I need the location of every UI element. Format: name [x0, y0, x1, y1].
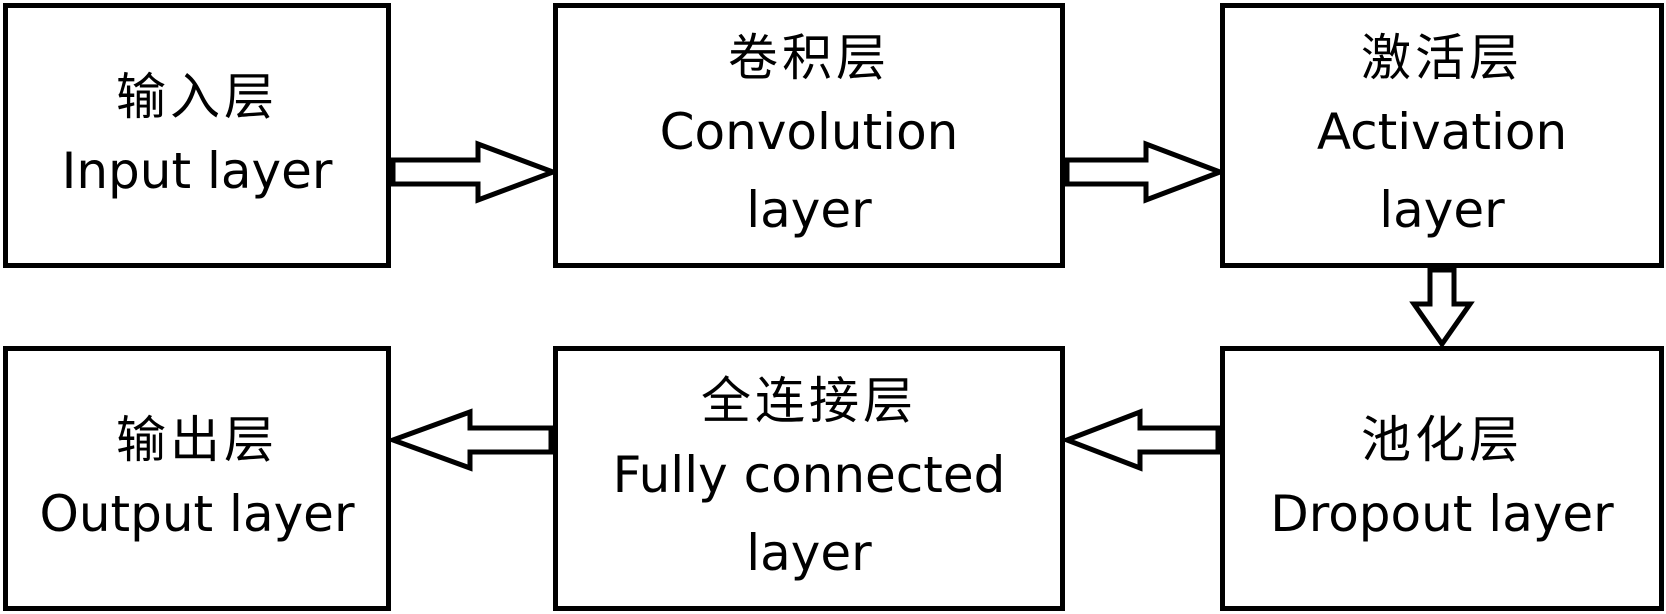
dropout-layer-label-zh: 池化层	[1361, 410, 1523, 469]
fully-connected-layer-label-en: Fully connected layer	[612, 445, 1006, 582]
input-layer-label-zh: 输入层	[116, 67, 278, 126]
output-layer-box: 输出层 Output layer	[3, 346, 391, 611]
arrow-fully-connected-to-output	[385, 408, 554, 472]
arrow-dropout-to-fully-connected	[1060, 408, 1221, 472]
activation-layer-label-en: Activation layer	[1316, 102, 1568, 239]
activation-layer-box: 激活层 Activation layer	[1220, 3, 1664, 268]
activation-layer-label-zh: 激活层	[1361, 28, 1523, 87]
arrow-activation-to-dropout	[1409, 267, 1475, 349]
convolution-layer-label-zh: 卷积层	[728, 28, 890, 87]
dropout-layer-box: 池化层 Dropout layer	[1220, 346, 1664, 611]
convolution-layer-box: 卷积层 Convolution layer	[553, 3, 1065, 268]
output-layer-label-zh: 输出层	[116, 410, 278, 469]
dropout-layer-label-en: Dropout layer	[1270, 484, 1614, 543]
input-layer-label-en: Input layer	[61, 141, 333, 200]
convolution-layer-label-en: Convolution layer	[659, 102, 959, 239]
arrow-convolution-to-activation	[1064, 140, 1228, 204]
output-layer-label-en: Output layer	[39, 484, 355, 543]
arrow-input-to-convolution	[390, 140, 561, 204]
fully-connected-layer-box: 全连接层 Fully connected layer	[553, 346, 1065, 611]
fully-connected-layer-label-zh: 全连接层	[701, 371, 917, 430]
input-layer-box: 输入层 Input layer	[3, 3, 391, 268]
